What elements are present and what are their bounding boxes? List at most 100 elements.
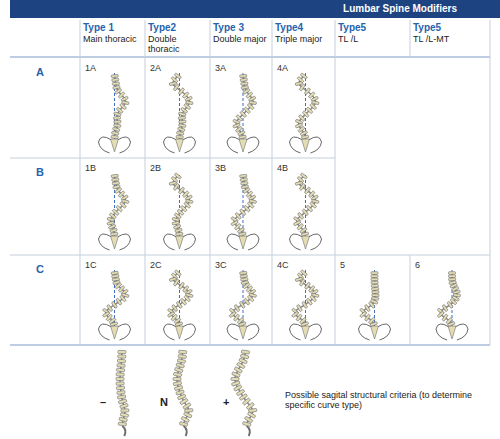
coronal-spine bbox=[227, 270, 259, 340]
pelvis-outline bbox=[99, 324, 131, 340]
vertebra bbox=[447, 301, 453, 308]
column-subtitle: Double thoracic bbox=[148, 34, 180, 54]
cell-label: 5 bbox=[340, 260, 345, 270]
vertebra bbox=[297, 304, 303, 311]
label-slot: 1A bbox=[85, 63, 109, 73]
label-slot: 5 bbox=[340, 260, 364, 270]
vertebra bbox=[372, 287, 379, 290]
vertebra bbox=[371, 284, 378, 287]
vertebra bbox=[116, 377, 124, 380]
vertebra bbox=[185, 409, 193, 413]
vertebra bbox=[239, 232, 246, 236]
vertebra bbox=[449, 278, 456, 281]
label-slot: 1C bbox=[85, 260, 109, 270]
vertebra bbox=[116, 368, 124, 372]
sacrum bbox=[302, 236, 310, 249]
sacrum-curl bbox=[122, 426, 125, 436]
grid-line bbox=[145, 20, 146, 345]
label-slot: 4B bbox=[277, 163, 301, 173]
column-type: Type 3 bbox=[213, 22, 244, 33]
label-slot: 4C bbox=[277, 260, 301, 270]
vertebra bbox=[229, 311, 236, 317]
vertebra bbox=[115, 88, 122, 94]
pelvis-outline bbox=[99, 234, 131, 250]
pelvis-outline bbox=[227, 137, 259, 153]
pelvis-outline bbox=[164, 137, 196, 153]
vertebra bbox=[300, 130, 307, 135]
cell-label: 4C bbox=[277, 260, 289, 270]
vertebra bbox=[235, 212, 241, 219]
vertebra bbox=[178, 112, 185, 116]
column-subtitle: Main thoracic bbox=[83, 34, 137, 44]
vertebra bbox=[238, 130, 245, 135]
vertebra bbox=[111, 74, 118, 77]
vertebra bbox=[442, 314, 448, 321]
pelvis-outline bbox=[164, 324, 196, 340]
pelvis-outline bbox=[99, 137, 131, 153]
vertebra bbox=[442, 304, 448, 311]
row-label: A bbox=[36, 66, 44, 78]
sacrum bbox=[176, 236, 184, 249]
vertebra bbox=[180, 398, 188, 405]
cell-label: 4B bbox=[277, 163, 288, 173]
sacrum bbox=[111, 326, 119, 339]
vertebra bbox=[120, 403, 129, 408]
sacrum-curl bbox=[247, 426, 250, 436]
label-slot: Type5 bbox=[413, 22, 488, 34]
vertebra bbox=[239, 394, 247, 401]
vertebra bbox=[175, 228, 182, 232]
vertebra bbox=[302, 111, 309, 118]
vertebra bbox=[241, 182, 248, 185]
vertebra bbox=[117, 391, 125, 395]
vertebra bbox=[304, 88, 310, 95]
vertebra bbox=[301, 232, 308, 236]
vertebra bbox=[176, 390, 185, 395]
vertebra bbox=[112, 78, 119, 82]
vertebra bbox=[169, 82, 176, 86]
pelvis-outline bbox=[436, 324, 468, 340]
vertebra bbox=[179, 350, 187, 354]
vertebra bbox=[246, 402, 254, 409]
vertebra bbox=[240, 174, 247, 177]
vertebra bbox=[301, 135, 308, 139]
note-text: Possible sagital structural criteria (to… bbox=[285, 390, 472, 410]
coronal-spine bbox=[290, 173, 322, 250]
vertebra bbox=[180, 298, 186, 305]
label-slot: + bbox=[223, 396, 237, 409]
pelvis-outline bbox=[290, 324, 322, 340]
vertebra bbox=[112, 178, 119, 182]
sagittal-modifier: + bbox=[223, 396, 229, 408]
cell-label: 3C bbox=[215, 260, 227, 270]
vertebra bbox=[116, 205, 123, 212]
label-slot: 1B bbox=[85, 163, 109, 173]
vertebra bbox=[178, 282, 184, 289]
pelvis-outline bbox=[164, 234, 196, 250]
vertebra bbox=[116, 382, 124, 385]
vertebra bbox=[449, 272, 456, 275]
sacrum bbox=[448, 326, 456, 339]
vertebra bbox=[302, 209, 308, 216]
vertebra bbox=[176, 363, 185, 368]
csvl-line bbox=[179, 173, 180, 238]
vertebra bbox=[247, 103, 254, 109]
label-slot: Type5 bbox=[338, 22, 408, 34]
grid-line bbox=[10, 158, 335, 159]
vertebra bbox=[112, 82, 119, 85]
cell-label: 6 bbox=[415, 260, 420, 270]
sagittal-spine bbox=[173, 350, 193, 436]
column-type: Type 1 bbox=[83, 22, 114, 33]
label-slot: 3A bbox=[215, 63, 239, 73]
cell-label: 2C bbox=[150, 260, 162, 270]
vertebra bbox=[184, 412, 192, 418]
vertebra bbox=[244, 416, 252, 423]
vertebra bbox=[360, 311, 367, 318]
vertebra bbox=[244, 107, 251, 114]
vertebra bbox=[111, 232, 118, 235]
vertebra bbox=[113, 116, 120, 119]
vertebra bbox=[437, 311, 444, 317]
label-slot: 3C bbox=[215, 260, 239, 270]
vertebra bbox=[111, 135, 118, 138]
coronal-spine bbox=[290, 73, 322, 153]
vertebra bbox=[372, 291, 379, 294]
vertebra bbox=[310, 202, 317, 209]
